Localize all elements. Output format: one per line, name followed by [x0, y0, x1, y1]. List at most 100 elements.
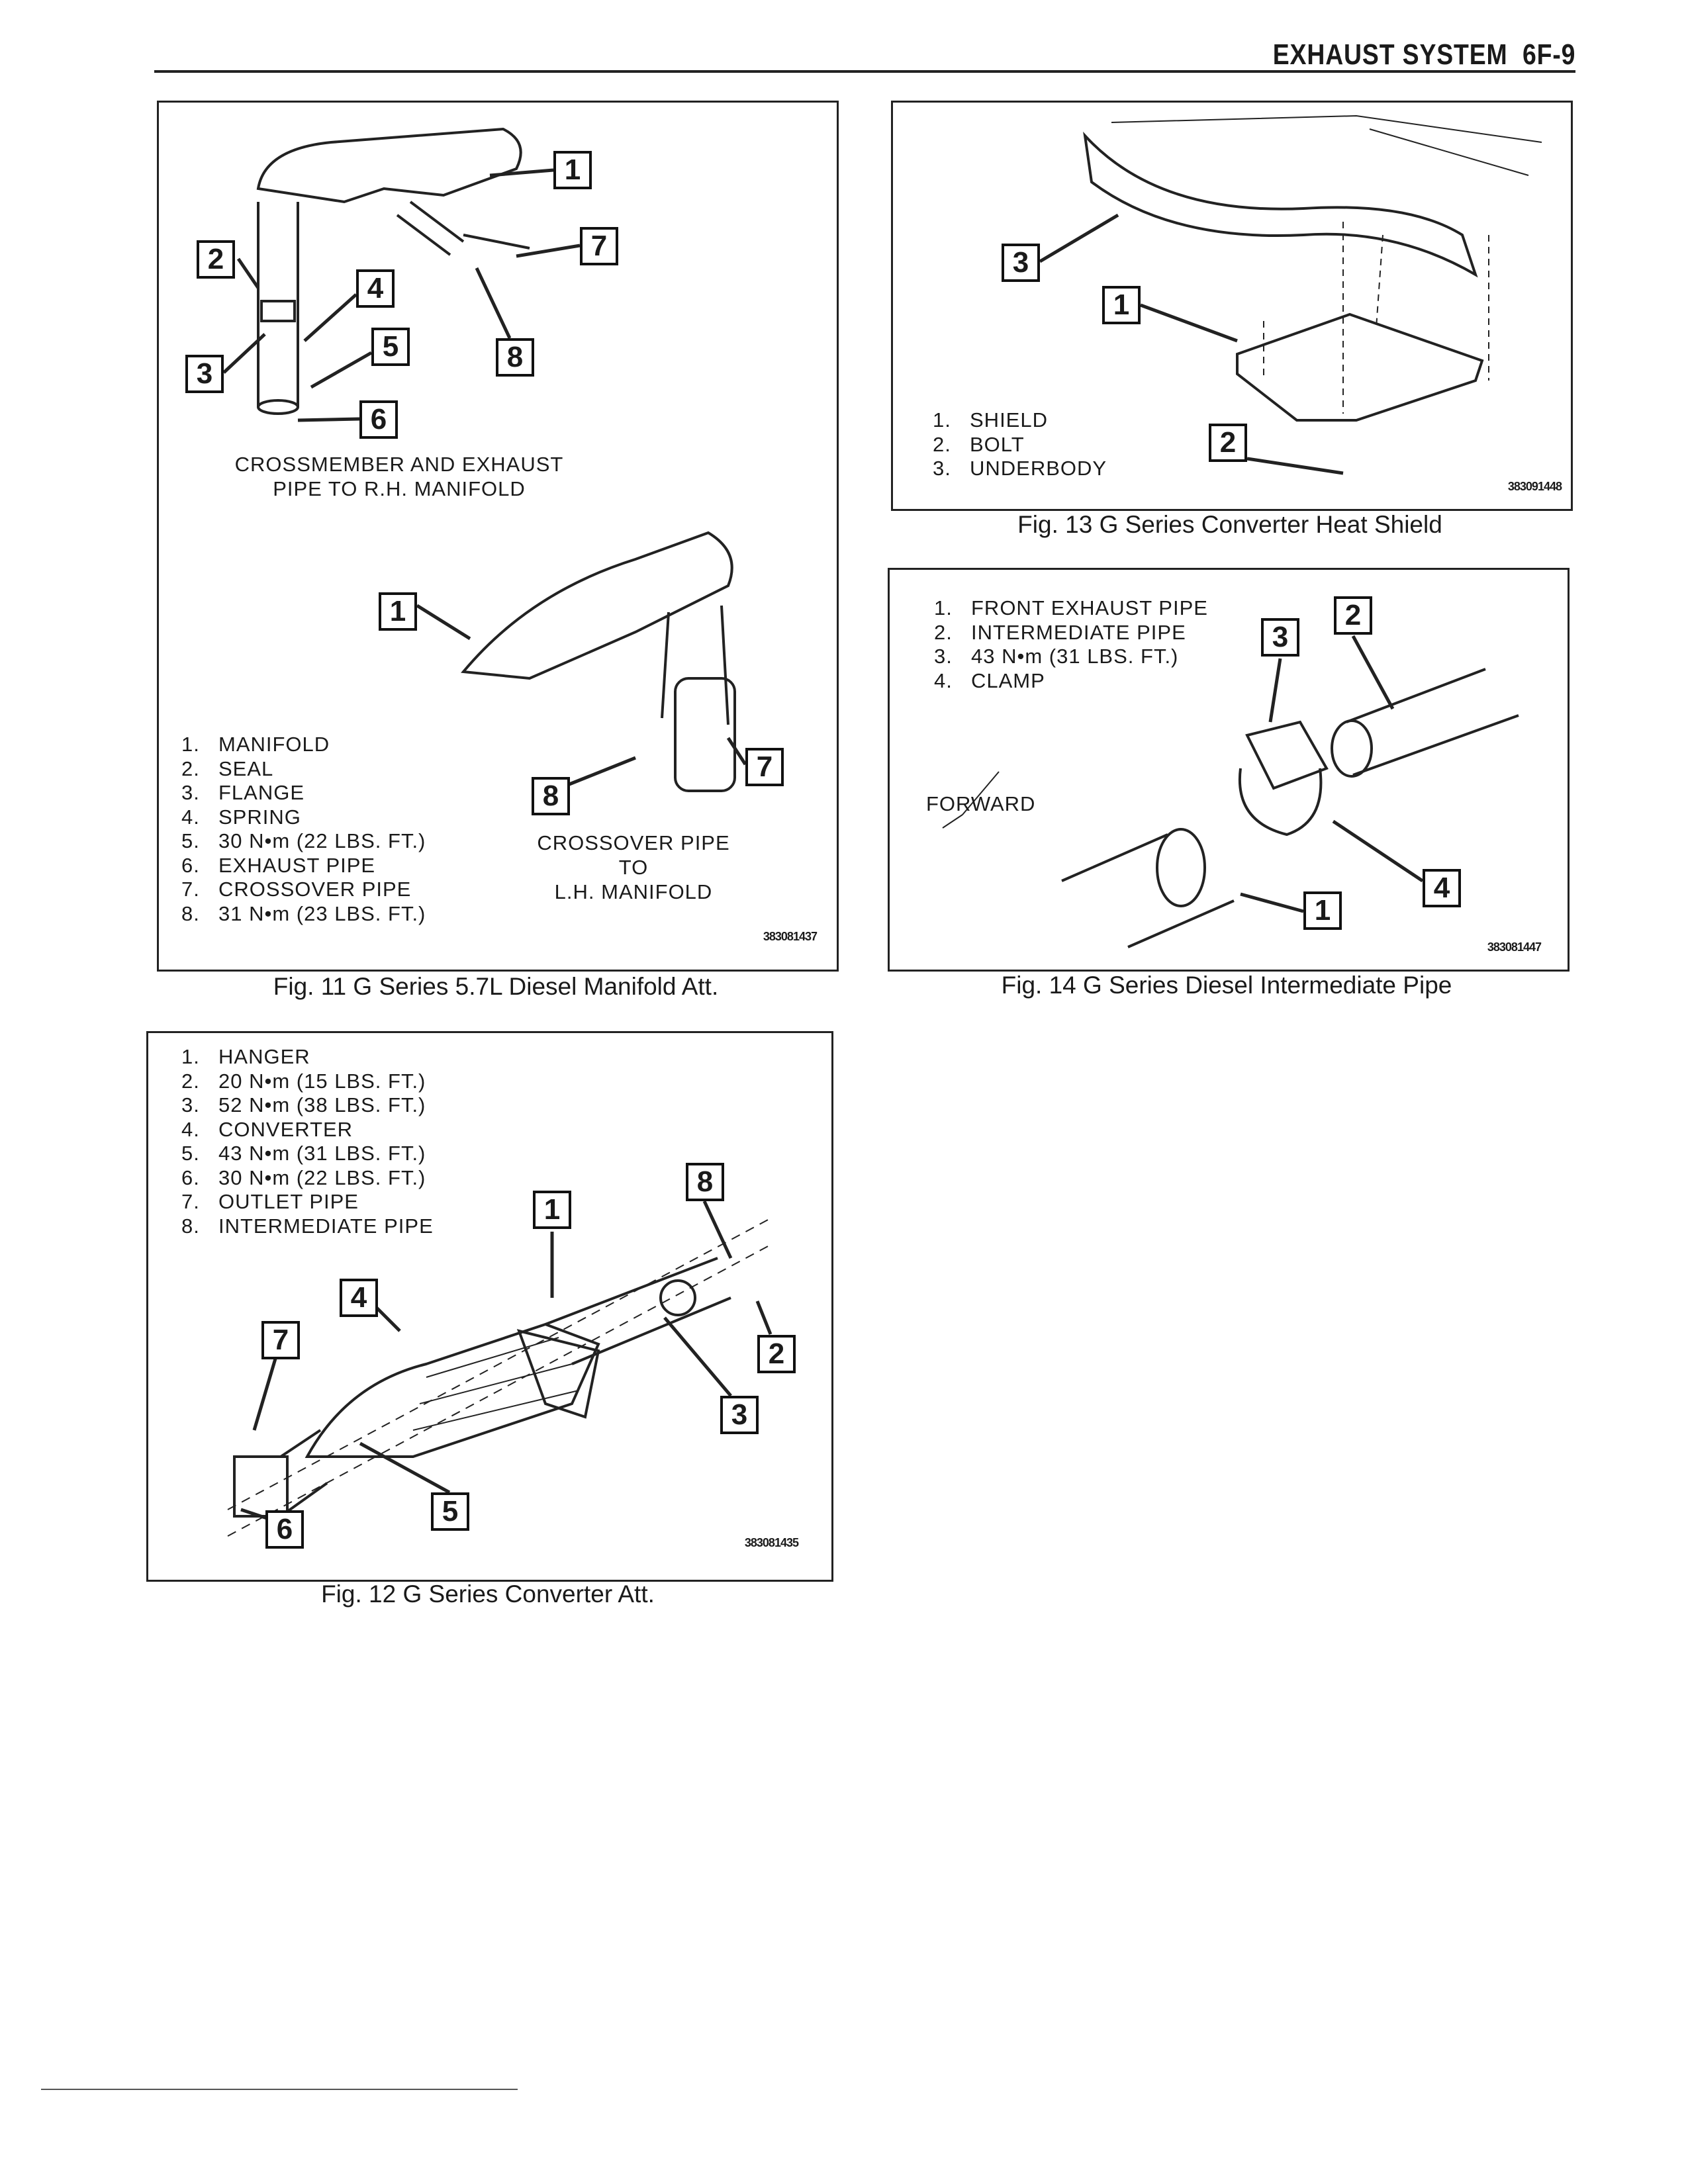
- legend-num: 3.: [181, 1093, 200, 1116]
- legend-num: 4.: [181, 805, 200, 829]
- legend-text: CLAMP: [971, 668, 1045, 692]
- legend-num: 1.: [933, 408, 951, 432]
- legend-text: 30 N•m (22 LBS. FT.): [218, 829, 426, 852]
- legend-text: MANIFOLD: [218, 733, 330, 756]
- callout-1: 1: [553, 151, 592, 189]
- callout-1: 1: [379, 592, 417, 631]
- legend: 1. MANIFOLD 2. SEAL 3. FLANGE 4. SPRING 5. 30…: [181, 733, 426, 926]
- figure-11-caption: Fig. 11 G Series 5.7L Diesel Manifold At…: [273, 973, 719, 1000]
- legend-num: 6.: [181, 853, 200, 877]
- callout-1: 1: [1303, 891, 1342, 930]
- callout-3: 3: [185, 355, 224, 393]
- legend-num: 1.: [934, 596, 953, 619]
- figure-code: 383081435: [744, 1536, 799, 1549]
- legend: 1. FRONT EXHAUST PIPE 2. INTERMEDIATE PIPE…: [934, 596, 1208, 693]
- header-rule: [154, 70, 1575, 73]
- legend: 1. HANGER 2. 20 N•m (15 LBS. FT.) 3. 52 N•m…: [181, 1045, 434, 1238]
- legend-text: CONVERTER: [218, 1117, 353, 1141]
- legend-text: UNDERBODY: [970, 457, 1107, 480]
- figure-11: 1 7 2 4 5 8 3 6 CROSSMEMBER AND EXHAUST …: [157, 101, 839, 972]
- callout-6: 6: [265, 1510, 304, 1549]
- callout-8: 8: [532, 777, 570, 815]
- callout-3: 3: [1002, 244, 1040, 282]
- legend-num: 2.: [181, 756, 200, 780]
- legend-num: 8.: [181, 901, 200, 925]
- legend-num: 1.: [181, 733, 200, 756]
- legend: 1. SHIELD 2. BOLT 3. UNDERBODY: [933, 408, 1107, 481]
- figure-12-caption: Fig. 12 G Series Converter Att.: [321, 1580, 655, 1608]
- figure-14: 1. FRONT EXHAUST PIPE 2. INTERMEDIATE PIPE…: [888, 568, 1570, 972]
- subcaption-line: CROSSMEMBER AND EXHAUST: [234, 453, 564, 476]
- callout-6: 6: [359, 400, 398, 439]
- callout-2: 2: [757, 1335, 796, 1373]
- legend-text: 43 N•m (31 LBS. FT.): [218, 1142, 426, 1165]
- legend-num: 7.: [181, 878, 200, 901]
- footer-rule: [41, 2089, 518, 2090]
- legend-text: BOLT: [970, 432, 1025, 456]
- figure-13-caption: Fig. 13 G Series Converter Heat Shield: [1017, 511, 1442, 538]
- legend-text: INTERMEDIATE PIPE: [971, 620, 1186, 644]
- legend-num: 4.: [934, 668, 953, 692]
- section-title: EXHAUST SYSTEM: [1272, 38, 1508, 71]
- callout-3: 3: [720, 1396, 759, 1434]
- figure-code: 383091448: [1507, 480, 1562, 493]
- subcaption-line: L.H. MANIFOLD: [554, 880, 713, 903]
- callout-3: 3: [1261, 618, 1299, 657]
- legend-text: 30 N•m (22 LBS. FT.): [218, 1165, 426, 1189]
- figure-13: 3 1 2 1. SHIELD 2. BOLT 3. UNDERBODY 383091…: [891, 101, 1573, 511]
- manifold-illustration: [222, 127, 747, 792]
- legend-num: 1.: [181, 1045, 200, 1068]
- callout-7: 7: [745, 748, 784, 786]
- callout-7: 7: [261, 1321, 300, 1359]
- legend-num: 5.: [181, 1142, 200, 1165]
- figure-12: 1. HANGER 2. 20 N•m (15 LBS. FT.) 3. 52 N•m…: [146, 1031, 833, 1582]
- callout-8: 8: [686, 1163, 724, 1201]
- legend-text: SHIELD: [970, 408, 1048, 432]
- legend-text: INTERMEDIATE PIPE: [218, 1214, 434, 1238]
- callout-7: 7: [580, 227, 618, 265]
- callout-1: 1: [1102, 286, 1141, 324]
- page-number: 6F-9: [1522, 38, 1575, 71]
- legend-num: 6.: [181, 1165, 200, 1189]
- callout-4: 4: [340, 1279, 378, 1317]
- figure-code: 383081437: [763, 930, 818, 943]
- legend-text: CROSSOVER PIPE: [218, 878, 412, 901]
- legend-num: 7.: [181, 1190, 200, 1213]
- figure-14-caption: Fig. 14 G Series Diesel Intermediate Pip…: [1001, 972, 1452, 999]
- subcaption-lh: CROSSOVER PIPE TO L.H. MANIFOLD: [534, 831, 733, 904]
- legend-text: HANGER: [218, 1045, 310, 1068]
- callout-4: 4: [1423, 869, 1461, 907]
- legend-num: 8.: [181, 1214, 200, 1238]
- intermediate-pipe-illustration: [942, 635, 1519, 948]
- legend-num: 2.: [933, 432, 951, 456]
- callout-2: 2: [1209, 424, 1247, 462]
- legend-text: 52 N•m (38 LBS. FT.): [218, 1093, 426, 1116]
- callout-1: 1: [533, 1191, 571, 1229]
- callout-2: 2: [197, 240, 235, 279]
- heat-shield-illustration: [1039, 114, 1542, 475]
- subcaption-line: CROSSOVER PIPE TO: [537, 831, 730, 879]
- legend-text: FRONT EXHAUST PIPE: [971, 596, 1208, 619]
- legend-num: 4.: [181, 1117, 200, 1141]
- legend-num: 3.: [933, 457, 951, 480]
- legend-text: 31 N•m (23 LBS. FT.): [218, 901, 426, 925]
- legend-num: 3.: [934, 645, 953, 668]
- legend-text: 20 N•m (15 LBS. FT.): [218, 1069, 426, 1093]
- callout-5: 5: [371, 328, 410, 366]
- legend-num: 5.: [181, 829, 200, 852]
- subcaption-line: PIPE TO R.H. MANIFOLD: [273, 477, 526, 500]
- callout-2: 2: [1334, 596, 1372, 635]
- legend-text: SPRING: [218, 805, 301, 829]
- callout-4: 4: [356, 269, 395, 308]
- legend-num: 3.: [181, 781, 200, 804]
- legend-num: 2.: [934, 620, 953, 644]
- callout-5: 5: [431, 1492, 469, 1531]
- legend-text: FLANGE: [218, 781, 305, 804]
- page-header: EXHAUST SYSTEM 6F-9: [1272, 38, 1575, 71]
- forward-label: FORWARD: [926, 792, 1036, 815]
- legend-text: 43 N•m (31 LBS. FT.): [971, 645, 1179, 668]
- legend-num: 2.: [181, 1069, 200, 1093]
- legend-text: OUTLET PIPE: [218, 1190, 359, 1213]
- figure-code: 383081447: [1487, 940, 1542, 954]
- legend-text: SEAL: [218, 756, 274, 780]
